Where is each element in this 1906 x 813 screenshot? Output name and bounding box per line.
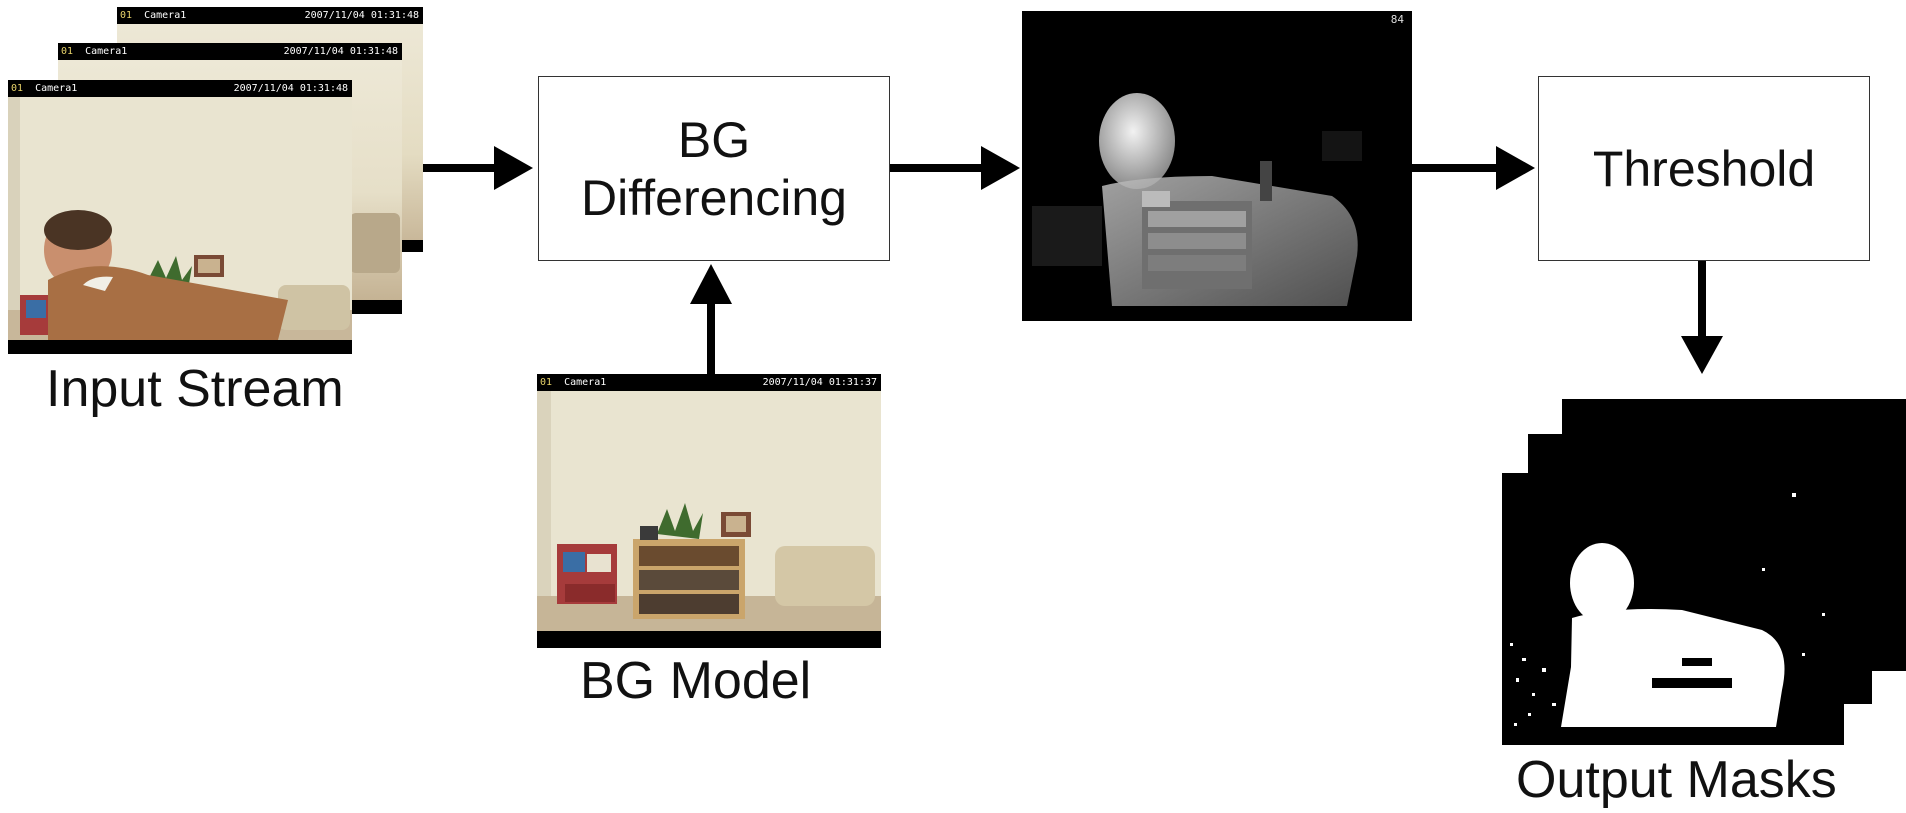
empty-room-image — [537, 391, 881, 648]
bg-differencing-line2: Differencing — [581, 169, 847, 226]
arrow-bgmodel-to-differencing — [690, 264, 732, 374]
output-masks-label: Output Masks — [1516, 751, 1837, 809]
bg-differencing-box: BG Differencing — [538, 76, 890, 261]
arrow-difference-image-to-threshold — [1412, 146, 1535, 190]
bg-differencing-line1: BG — [677, 111, 751, 168]
output-mask-front — [1502, 473, 1844, 745]
binary-mask-image — [1510, 493, 1825, 727]
threshold-label: Threshold — [1592, 140, 1816, 197]
camera-overlay: 01 Camera1 2007/11/04 01:31:48 — [117, 7, 423, 24]
arrow-input-to-differencing — [423, 146, 533, 190]
camera-overlay: 01 Camera1 2007/11/04 01:31:48 — [58, 43, 402, 60]
input-stream-label: Input Stream — [46, 360, 344, 418]
arrow-differencing-to-difference-image — [890, 146, 1020, 190]
arrow-threshold-to-output-masks — [1681, 261, 1723, 374]
bg-model-label: BG Model — [580, 652, 812, 710]
input-frame-front: 01 Camera1 2007/11/04 01:31:48 — [8, 80, 352, 354]
bg-model-frame: 01 Camera1 2007/11/04 01:31:37 — [537, 374, 881, 648]
difference-silhouette — [1032, 93, 1362, 306]
camera-overlay: 01 Camera1 2007/11/04 01:31:48 — [8, 80, 352, 97]
difference-image: 84 — [1022, 11, 1412, 321]
camera-overlay: 01 Camera1 2007/11/04 01:31:37 — [537, 374, 881, 391]
room-with-person-image — [8, 97, 352, 354]
threshold-box: Threshold — [1538, 76, 1870, 261]
difference-corner-text: 84 — [1390, 13, 1404, 26]
